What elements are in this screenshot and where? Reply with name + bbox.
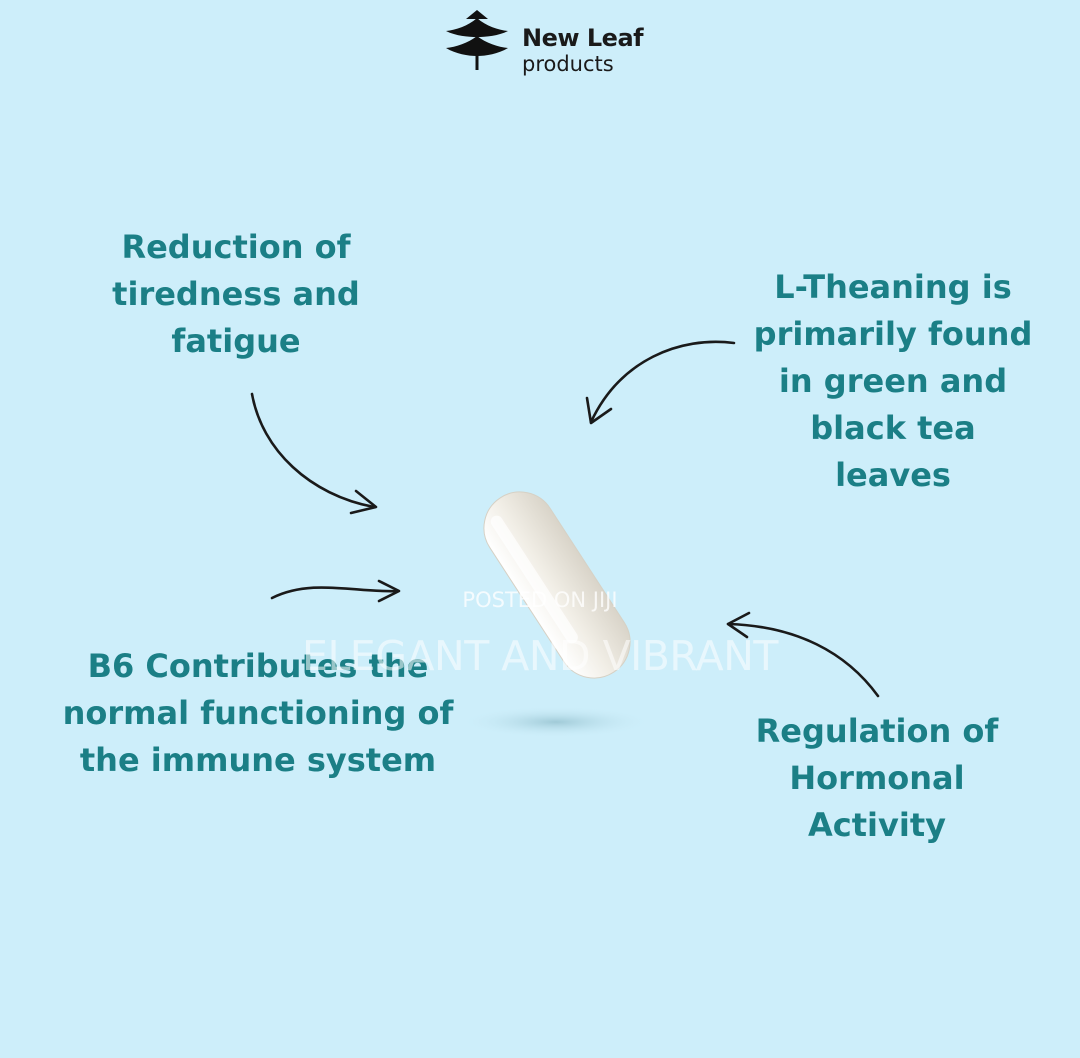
callout-line: L-Theaning is: [774, 268, 1012, 306]
callout-line: primarily found: [753, 315, 1033, 353]
callout-line: in green and: [778, 362, 1008, 400]
callout-line: tiredness and: [112, 275, 360, 313]
watermark-posted: POSTED ON JIJI: [462, 588, 618, 612]
curved-arrow-icon: [585, 340, 736, 425]
callout-b6: B6 Contributes the normal functioning of…: [56, 643, 460, 784]
callout-line: B6 Contributes the: [87, 647, 429, 685]
callout-line: Reduction of: [121, 228, 351, 266]
callout-line: fatigue: [171, 322, 301, 360]
callout-line: the immune system: [79, 741, 437, 779]
curved-arrow-icon: [250, 392, 378, 515]
watermark-tagline: ELEGANT AND VIBRANT: [302, 632, 778, 680]
callout-l-theanine: L-Theaning is primarily found in green a…: [748, 264, 1038, 499]
callout-line: leaves: [835, 456, 951, 494]
brand-subtitle: products: [522, 52, 614, 76]
tree-icon: [446, 10, 508, 70]
callout-line: Hormonal: [789, 759, 965, 797]
brand-name: New Leaf: [522, 24, 644, 52]
capsule-icon: [483, 491, 631, 679]
callout-line: Regulation of: [755, 712, 999, 750]
capsule-shadow: [460, 706, 652, 738]
brand-logo: New Leaf products: [444, 10, 644, 76]
curved-arrow-icon: [270, 579, 401, 603]
callout-line: Activity: [808, 806, 946, 844]
callout-line: black tea: [810, 409, 976, 447]
callout-line: normal functioning of: [62, 694, 454, 732]
callout-hormonal: Regulation of Hormonal Activity: [740, 708, 1014, 849]
callout-tiredness: Reduction of tiredness and fatigue: [96, 224, 376, 365]
curved-arrow-icon: [726, 611, 880, 698]
